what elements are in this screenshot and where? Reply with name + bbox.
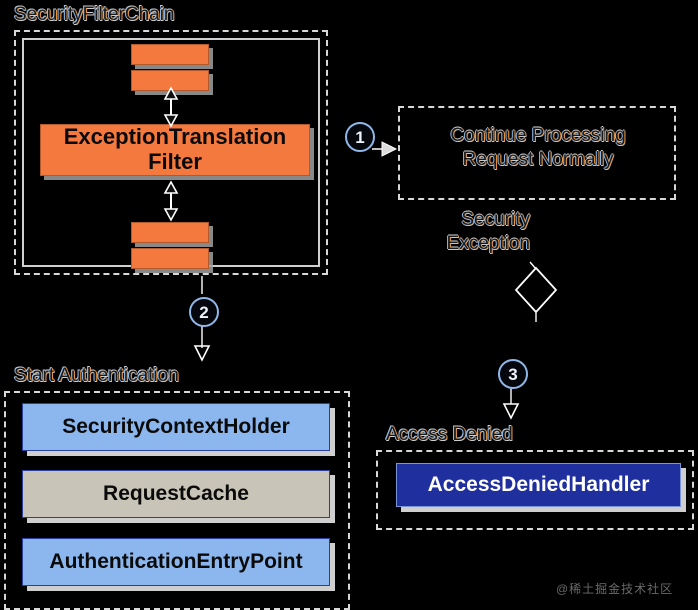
box-security-context-holder-label: SecurityContextHolder [62, 415, 290, 439]
box-security-context-holder[interactable]: SecurityContextHolder [22, 403, 330, 451]
filter-bar-lower-1[interactable] [131, 222, 209, 243]
badge-step-1-label: 1 [355, 127, 365, 147]
box-request-cache-label: RequestCache [103, 482, 249, 506]
connector-decision-to-denied [499, 388, 523, 444]
connector-exception-to-decision [508, 260, 564, 322]
filter-bar-lower-2[interactable] [131, 248, 209, 269]
group-label-security-filter-chain: SecurityFilterChain [14, 4, 175, 25]
box-exception-translation-filter-label: ExceptionTranslation Filter [63, 124, 287, 174]
box-request-cache[interactable]: RequestCache [22, 470, 330, 518]
badge-step-2: 2 [189, 297, 219, 327]
connector-upper-filter-double-arrow [160, 86, 182, 128]
group-continue-processing [398, 106, 676, 200]
box-access-denied-handler-label: AccessDeniedHandler [427, 473, 650, 497]
group-start-authentication [4, 391, 350, 610]
connector-chain-to-auth [190, 276, 214, 366]
text-continue-processing: Continue Processing Request Normally [450, 125, 626, 170]
box-authentication-entry-point[interactable]: AuthenticationEntryPoint [22, 538, 330, 586]
connector-1-to-continue [372, 138, 402, 160]
group-access-denied [376, 450, 694, 530]
text-security-exception: Security Exception [446, 209, 530, 254]
badge-step-2-label: 2 [199, 302, 209, 322]
badge-step-3: 3 [498, 359, 528, 389]
box-access-denied-handler[interactable]: AccessDeniedHandler [396, 463, 681, 507]
group-label-access-denied: Access Denied [386, 424, 513, 445]
group-label-start-authentication: Start Authentication [14, 365, 179, 386]
box-authentication-entry-point-label: AuthenticationEntryPoint [49, 550, 303, 574]
badge-step-1: 1 [345, 122, 375, 152]
connector-lower-filter-double-arrow [160, 180, 182, 222]
badge-step-3-label: 3 [508, 364, 518, 384]
box-exception-translation-filter[interactable]: ExceptionTranslation Filter [40, 124, 310, 176]
watermark: @稀土掘金技术社区 [556, 582, 674, 596]
filter-bar-upper-1[interactable] [131, 44, 209, 65]
